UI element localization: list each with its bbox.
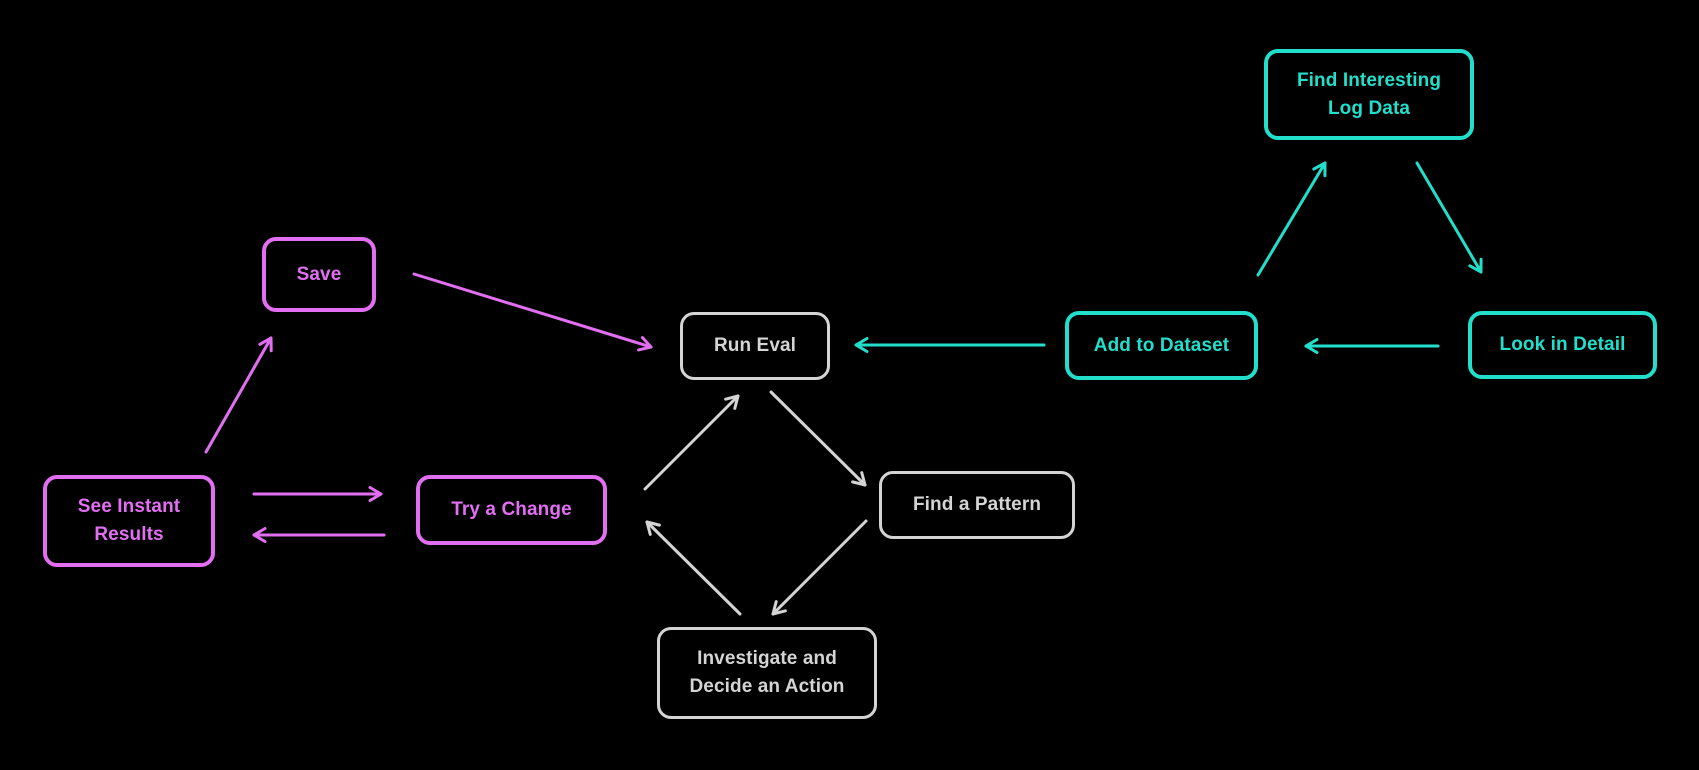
edge-investigate-to-try-a-change [645, 520, 742, 616]
node-find-interesting-log-data: Find Interesting Log Data [1264, 49, 1474, 140]
edge-find-a-pattern-to-investigate [771, 519, 868, 616]
node-find-a-pattern: Find a Pattern [879, 471, 1075, 539]
edge-save-to-run-eval [412, 272, 653, 352]
node-label: Find a Pattern [912, 494, 1042, 515]
node-see-instant-results: See Instant Results [43, 475, 215, 567]
node-investigate-and-decide-an-action: Investigate and Decide an Action [657, 627, 877, 719]
edge-try-a-change-to-run-eval [643, 394, 740, 491]
edge-see-instant-results-to-save [204, 336, 273, 454]
node-label: Add to Dataset [1093, 334, 1230, 356]
node-label: Find Interesting [1296, 69, 1442, 91]
node-label: Results [94, 524, 164, 545]
node-label: Try a Change [451, 499, 572, 520]
edge-run-eval-to-find-a-pattern [769, 390, 867, 487]
node-label: Save [296, 263, 342, 285]
node-label: Decide an Action [689, 676, 845, 697]
node-label: Log Data [1327, 97, 1411, 119]
edge-add-to-dataset-to-find-interesting-log-data [1256, 161, 1327, 277]
node-label: See Instant [77, 496, 181, 517]
node-save: Save [262, 237, 376, 312]
node-add-to-dataset: Add to Dataset [1065, 311, 1258, 380]
node-label: Look in Detail [1499, 334, 1626, 355]
node-try-a-change: Try a Change [416, 475, 607, 545]
node-label: Investigate and [697, 648, 837, 669]
node-label: Run Eval [713, 335, 797, 356]
node-look-in-detail: Look in Detail [1468, 311, 1657, 379]
node-run-eval: Run Eval [680, 312, 830, 380]
edge-find-interesting-log-data-to-look-in-detail [1415, 161, 1483, 274]
